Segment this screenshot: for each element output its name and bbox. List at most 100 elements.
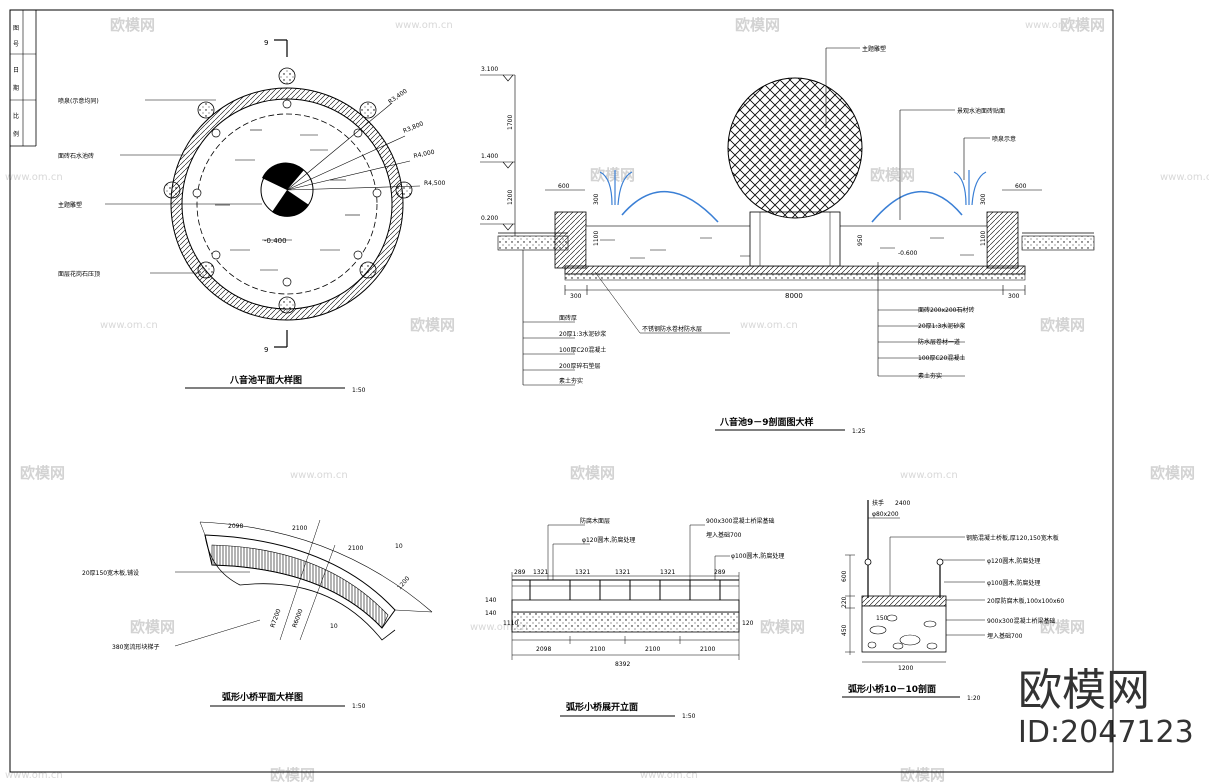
label-text: φ80x200: [872, 511, 899, 518]
dimension-label: 450: [841, 624, 848, 636]
dimension-label: 2100: [292, 525, 307, 532]
dimension-label: 950: [857, 234, 864, 246]
dimension-label: 1110: [503, 620, 518, 627]
callout-text: 喷泉示意: [992, 135, 1016, 143]
svg-text:欧模网: 欧模网: [735, 16, 780, 34]
dimension-label: 1200: [507, 190, 514, 205]
dimension-label: 1200: [898, 665, 913, 672]
dimension-label: 8000: [785, 292, 803, 300]
scale-label: 1:50: [352, 387, 366, 394]
dimension-label: 140: [485, 597, 497, 604]
callout-text: φ100圆木,防腐处理: [731, 552, 784, 560]
dimension-label: 600: [841, 570, 848, 582]
level-label: -0.600: [898, 250, 918, 257]
layer-text: 素土夯实: [559, 377, 583, 385]
callout-text: 景观水池面砖贴面: [957, 107, 1005, 115]
callout-text: 20厚防腐木板,100x100x60: [987, 597, 1064, 605]
section-mark: 9: [264, 346, 268, 354]
section-mark: 10: [330, 623, 338, 630]
callout-text: φ120圆木,防腐处理: [582, 536, 635, 544]
dimension-label: 289: [514, 569, 526, 576]
radius-label: R3,800: [402, 120, 425, 135]
svg-text:欧模网: 欧模网: [760, 618, 805, 636]
svg-text:欧模网: 欧模网: [270, 766, 315, 782]
dimension-label: 2100: [700, 646, 715, 653]
svg-text:欧模网: 欧模网: [870, 166, 915, 184]
svg-text:www.om.cn: www.om.cn: [5, 172, 63, 183]
pool-section-title: 八音池9－9剖面图大样: [719, 416, 814, 428]
label-text: 扶手: [872, 499, 884, 507]
dimension-label: 120: [742, 620, 754, 627]
svg-text:www.om.cn: www.om.cn: [900, 470, 958, 481]
svg-text:www.om.cn: www.om.cn: [100, 320, 158, 331]
radius-label: R3,400: [387, 88, 409, 106]
bridge-elevation-drawing: 289 1321 1321 1321 1321 289 2098 2100 21…: [485, 517, 784, 668]
svg-text:www.om.cn: www.om.cn: [470, 622, 528, 633]
elevation-label: 0.200: [481, 215, 498, 222]
sheet-frame: [9, 9, 1114, 773]
section-mark: 10: [395, 543, 403, 550]
dimension-label: 600: [1015, 183, 1027, 190]
bridge-plan-title: 弧形小桥平面大样图: [222, 691, 303, 703]
dimension-label: 1321: [615, 569, 630, 576]
svg-text:欧模网: 欧模网: [110, 16, 155, 34]
callout-text: 不锈钢防水卷材防水层: [642, 325, 702, 333]
svg-text:欧模网: 欧模网: [410, 316, 455, 334]
titleblock-cell: 图: [13, 25, 19, 32]
dimension-label: 289: [714, 569, 726, 576]
callout-text: 380宽流形块梯子: [112, 643, 159, 651]
dimension-label: 150: [876, 615, 888, 622]
callout-text: 埋入基础700: [706, 531, 742, 539]
layer-text: 防水层卷材一道: [918, 338, 960, 346]
dimension-label: 1321: [660, 569, 675, 576]
svg-text:www.om.cn: www.om.cn: [395, 20, 453, 31]
dimension-label: 2098: [228, 523, 243, 530]
dimension-label: 1100: [980, 231, 987, 246]
svg-text:欧模网: 欧模网: [570, 464, 615, 482]
dimension-label: 220: [841, 596, 848, 608]
layer-text: 20厚1:3水泥砂浆: [559, 330, 606, 338]
svg-text:www.om.cn: www.om.cn: [1160, 172, 1209, 183]
elevation-label: 1.400: [481, 153, 498, 160]
layer-text: 面砖厚: [559, 314, 577, 322]
layer-text: 200厚碎石垫层: [559, 362, 600, 370]
dimension-label: 1321: [533, 569, 548, 576]
callout-text: 钢筋混凝土桥板,厚120,150宽木板: [966, 534, 1059, 542]
pool-plan-drawing: R3,400 R3,800 R4,000 R4,500 -0.400 9 9 喷…: [58, 39, 446, 354]
scale-label: 1:50: [682, 713, 696, 720]
dimension-label: 2098: [536, 646, 551, 653]
titleblock-cell: 期: [13, 84, 19, 92]
dimension-label: 300: [1008, 293, 1020, 300]
elevation-label: 3.100: [481, 66, 498, 73]
callout-text: 900x300混凝土桥梁基础: [706, 517, 774, 525]
dimension-label: 2100: [348, 545, 363, 552]
callout-text: 面砖石水池砖: [58, 152, 94, 160]
layer-text: 面砖200x200石材砖: [918, 306, 974, 314]
dimension-label: 2400: [895, 500, 910, 507]
svg-text:欧模网: 欧模网: [1060, 16, 1105, 34]
svg-text:www.om.cn: www.om.cn: [5, 770, 63, 781]
brand-id-text: ID:2047123: [1018, 715, 1194, 750]
svg-text:欧模网: 欧模网: [20, 464, 65, 482]
dimension-label: 600: [558, 183, 570, 190]
callout-text: 面层花岗石压顶: [58, 270, 100, 278]
svg-text:欧模网: 欧模网: [1150, 464, 1195, 482]
dimension-label: R7200: [269, 608, 282, 629]
callout-text: φ120圆木,防腐处理: [987, 557, 1040, 565]
svg-text:www.om.cn: www.om.cn: [740, 320, 798, 331]
callout-text: 喷泉(示意均同): [58, 97, 99, 105]
titleblock-cell: 号: [13, 41, 19, 48]
title-block: 图 号 日 期 比 例: [13, 25, 19, 138]
svg-text:www.om.cn: www.om.cn: [290, 470, 348, 481]
bridge-section-title: 弧形小桥10－10剖面: [848, 683, 936, 695]
svg-text:欧模网: 欧模网: [1040, 316, 1085, 334]
callout-text: 900x300混凝土桥梁基础: [987, 617, 1055, 625]
callout-text: φ100圆木,防腐处理: [987, 579, 1040, 587]
bridge-section-drawing: φ80x200 扶手 2400 600 220 450 1200 150 钢筋混…: [841, 499, 1064, 672]
layer-text: 20厚1:3水泥砂浆: [918, 322, 965, 330]
svg-text:欧模网: 欧模网: [1040, 618, 1085, 636]
callout-text: 埋入基础700: [987, 632, 1023, 640]
pool-plan-title: 八音池平面大样图: [229, 374, 302, 386]
bridge-elevation-title: 弧形小桥展开立面: [566, 701, 638, 713]
